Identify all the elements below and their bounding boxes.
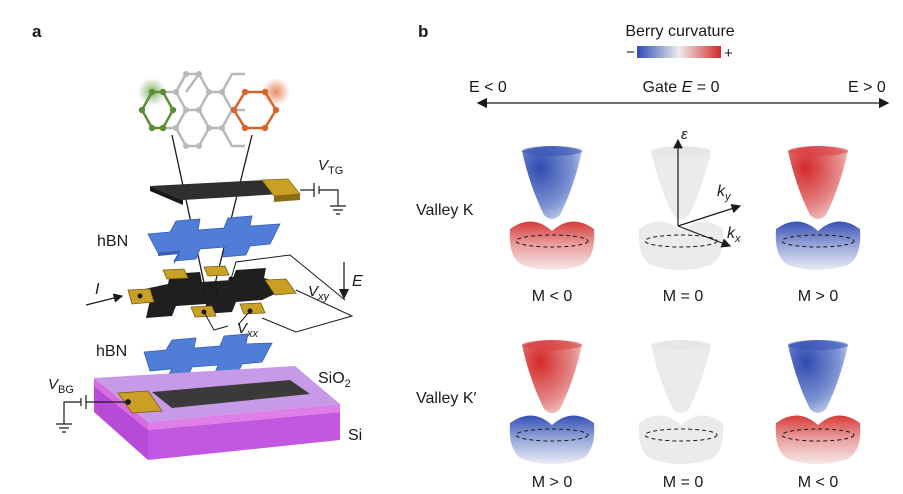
zoom-circle [202,285,218,301]
mass-label-kp-0: M > 0 [532,474,573,491]
mass-label-kp-2: M < 0 [798,474,839,491]
mass-label-k-1: M = 0 [663,288,704,305]
zoom-line-left [171,134,207,293]
fermi-contour [515,234,589,248]
cone-kp-2 [775,340,861,464]
colorbar [637,46,721,58]
axis-kx-label: kx [727,225,741,245]
back-gate [117,380,310,414]
cone-k-2 [775,146,861,270]
colorbar-plus: + [724,45,733,62]
mass-label-kp-1: M = 0 [663,474,704,491]
top-gate [150,178,301,205]
lower-band [509,221,595,270]
v-xx-label: Vxx [237,320,259,340]
gate-left-label: E < 0 [469,79,507,96]
top-hbn [147,215,281,264]
back-gate-circuit [56,395,131,433]
colorbar-minus: − [626,44,635,61]
lower-band [638,221,724,270]
fermi-contour [781,428,855,442]
axis-ky-label: ky [717,183,732,203]
upper-band [788,340,848,413]
cone-kp-0 [509,340,595,464]
top-gate-circuit [300,183,346,215]
lower-band [775,415,861,464]
zigzag-ribbon [138,71,290,149]
current-label: I [95,281,100,298]
substrate [94,366,340,460]
fermi-contour [781,234,855,248]
cone-k-0 [509,146,595,270]
contact-drain [264,278,297,296]
fermi-contour [515,428,589,442]
upper-band [522,146,582,219]
lower-band [638,415,724,464]
upper-band [522,340,582,413]
si-label: Si [348,427,362,444]
lower-band [509,415,595,464]
upper-band [788,146,848,219]
upper-band [651,146,711,219]
panel-b-label: b [418,22,428,41]
hbn-bottom-label: hBN [96,343,127,360]
cone-k-1 [638,146,724,270]
mass-label-k-0: M < 0 [532,288,573,305]
row-label-valley-kprime: Valley K′ [416,390,477,407]
axis-epsilon-label: ε [681,126,688,143]
hbn-top-label: hBN [97,233,128,250]
colorbar-title: Berry curvature [625,23,734,40]
sio2-label: SiO2 [318,370,351,390]
k-space-axes [673,138,742,248]
lower-band [775,221,861,270]
panel-a-label: a [32,22,42,41]
v-xy-label: Vxy [308,283,331,303]
gate-right-label: E > 0 [848,79,886,96]
field-label: E [352,273,363,290]
cone-kp-1 [638,340,724,464]
v-bg-label: VBG [48,376,74,396]
measurement-wires [203,254,354,333]
gate-center-label: Gate E = 0 [643,79,720,96]
mass-label-k-2: M > 0 [798,288,839,305]
hall-bar-device [127,265,297,318]
current-arrow [85,293,124,306]
dirac-cones [509,146,861,464]
upper-band [651,340,711,413]
fermi-contour [644,428,718,442]
zoom-line-right [212,134,253,293]
v-tg-label: VTG [318,157,343,177]
row-label-valley-k: Valley K [416,202,474,219]
